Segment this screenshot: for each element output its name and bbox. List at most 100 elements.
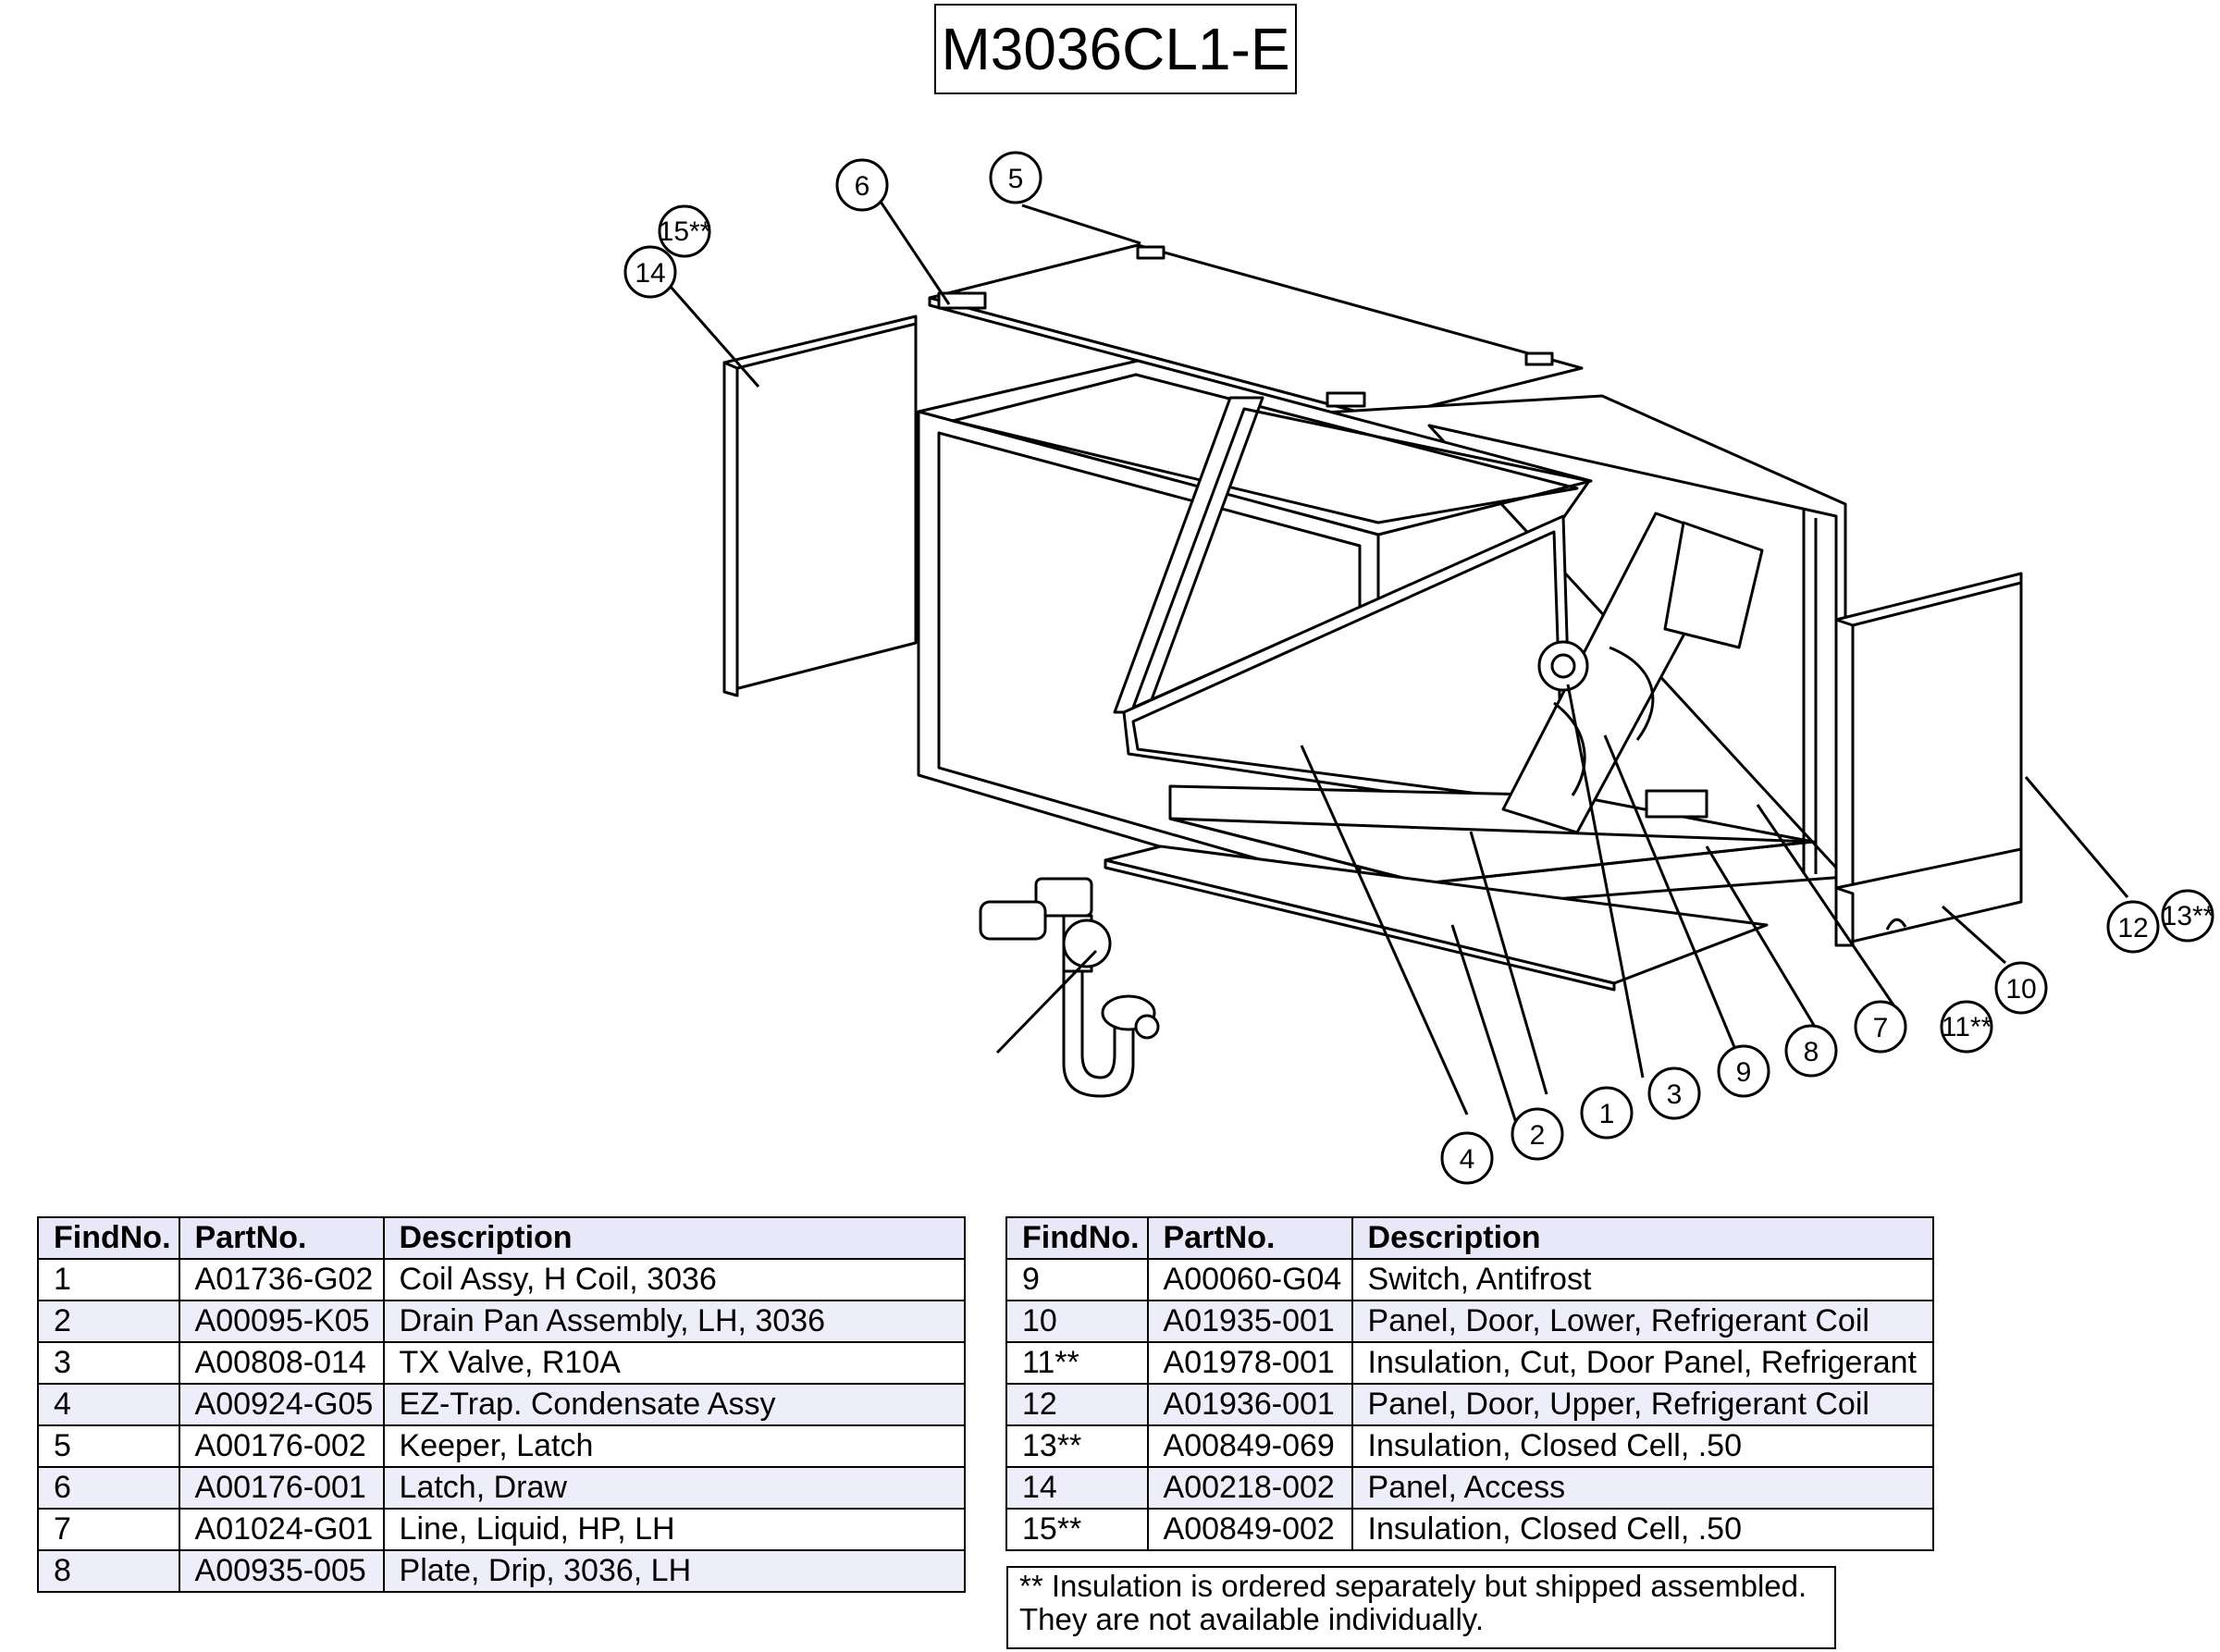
svg-text:2: 2 [1530,1120,1546,1151]
callout-10: 10 [1994,961,2048,1015]
cell-partno: A00060-G04 [1146,1258,1353,1301]
callout-9: 9 [1717,1044,1770,1098]
cell-findno: 5 [37,1424,180,1468]
callout-14: 14 [623,245,677,299]
callout-2: 2 [1511,1107,1564,1161]
coil-assembly [1501,512,1764,834]
insulation-note: ** Insulation is ordered separately but … [1006,1566,1836,1649]
svg-text:9: 9 [1736,1057,1752,1088]
cell-partno: A01024-G01 [178,1508,385,1551]
callouts: 1 2 3 4 5 6 7 8 [623,151,2214,1185]
callout-12: 12 [2106,900,2160,954]
svg-text:8: 8 [1804,1037,1819,1067]
callout-7: 7 [1854,1000,1907,1054]
cell-partno: A00849-002 [1146,1508,1353,1551]
cell-description: EZ-Trap. Condensate Assy [382,1383,967,1426]
cell-description: Keeper, Latch [382,1424,967,1468]
note-line-2: They are not available individually. [1019,1602,1485,1636]
cell-findno: 10 [1005,1300,1149,1343]
header-findno: FindNo. [37,1216,180,1260]
svg-text:10: 10 [2005,974,2036,1005]
callout-11: 11** [1940,1000,1993,1054]
header-partno: PartNo. [178,1216,385,1260]
table-header-row: FindNo. PartNo. Description [37,1216,967,1260]
cell-findno: 3 [37,1341,180,1385]
cell-partno: A00924-G05 [178,1383,385,1426]
svg-text:1: 1 [1599,1099,1615,1129]
cell-description: Line, Liquid, HP, LH [382,1508,967,1551]
cell-partno: A00218-002 [1146,1466,1353,1510]
svg-text:6: 6 [855,171,870,202]
header-findno: FindNo. [1005,1216,1149,1260]
access-panel [722,314,918,697]
exploded-parts-diagram: 1 2 3 4 5 6 7 8 [623,151,2214,1185]
callout-4: 4 [1440,1131,1494,1185]
cell-description: Panel, Access [1350,1466,1935,1510]
cell-findno: 8 [37,1549,180,1593]
header-partno: PartNo. [1146,1216,1353,1260]
cell-description: Panel, Door, Upper, Refrigerant Coil [1350,1383,1935,1426]
cell-findno: 7 [37,1508,180,1551]
cell-partno: A01736-G02 [178,1258,385,1301]
condensate-trap [979,877,1160,1098]
note-line-1: ** Insulation is ordered separately but … [1019,1569,1807,1603]
cell-findno: 2 [37,1300,180,1343]
cell-partno: A00176-001 [178,1466,385,1510]
diagram-title: M3036CL1-E [934,4,1297,94]
callout-13: 13** [2161,889,2214,943]
cell-findno: 13** [1005,1424,1149,1468]
svg-text:3: 3 [1667,1079,1683,1110]
cell-description: Latch, Draw [382,1466,967,1510]
cell-description: Plate, Drip, 3036, LH [382,1549,967,1593]
cell-partno: A00849-069 [1146,1424,1353,1468]
callout-5: 5 [989,151,1042,204]
table-header-row: FindNo. PartNo. Description [1005,1216,1935,1260]
cell-partno: A00935-005 [178,1549,385,1593]
callout-15: 15** [658,204,711,258]
cell-findno: 14 [1005,1466,1149,1510]
cell-findno: 9 [1005,1258,1149,1301]
cell-partno: A00095-K05 [178,1300,385,1343]
cell-partno: A01935-001 [1146,1300,1353,1343]
svg-text:5: 5 [1008,164,1024,194]
header-description: Description [1350,1216,1935,1260]
top-panel [928,243,1584,427]
cell-description: Panel, Door, Lower, Refrigerant Coil [1350,1300,1935,1343]
cell-description: TX Valve, R10A [382,1341,967,1385]
svg-text:7: 7 [1873,1013,1889,1043]
cell-description: Coil Assy, H Coil, 3036 [382,1258,967,1301]
bottom-plate [1104,844,1769,992]
cell-findno: 12 [1005,1383,1149,1426]
cabinet-frame [917,359,1847,913]
cell-description: Drain Pan Assembly, LH, 3036 [382,1300,967,1343]
header-description: Description [382,1216,967,1260]
leader-lines [669,201,2129,1129]
callout-6: 6 [835,158,889,212]
cell-description: Insulation, Closed Cell, .50 [1350,1508,1935,1551]
cell-findno: 4 [37,1383,180,1426]
svg-text:12: 12 [2117,913,2148,943]
cell-findno: 6 [37,1466,180,1510]
cell-partno: A01936-001 [1146,1383,1353,1426]
cell-findno: 1 [37,1258,180,1301]
callout-1: 1 [1580,1086,1634,1140]
cell-description: Insulation, Closed Cell, .50 [1350,1424,1935,1468]
svg-text:15**: 15** [659,216,711,247]
